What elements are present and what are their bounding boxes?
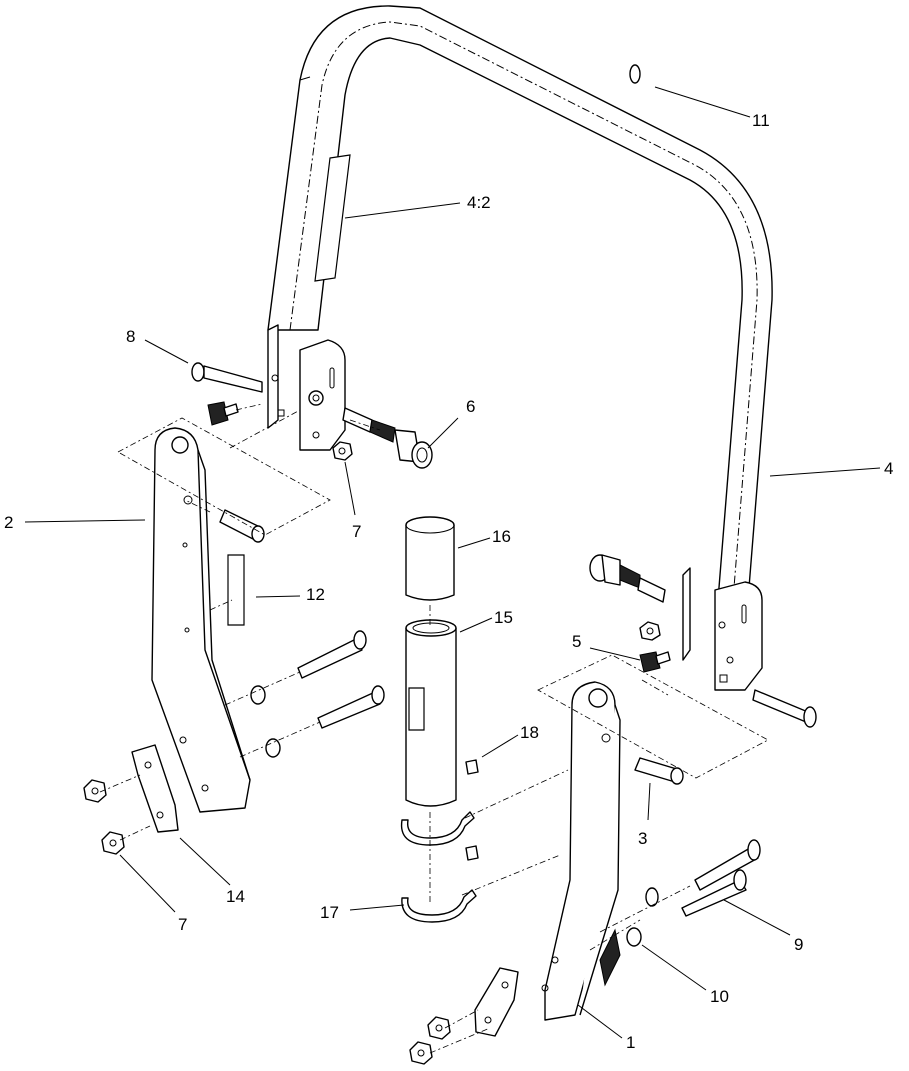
bolts-9 [645,839,761,917]
pin-6 [342,407,433,469]
callout-15: 15 [494,608,513,627]
callout-6: 6 [466,397,475,416]
cap-16 [405,516,455,601]
plate-14 [131,744,179,833]
spacer-left [219,509,265,543]
clamp-18 [400,759,479,846]
decal-4-2 [314,154,351,282]
spacer-3 [634,757,684,785]
callout-18: 18 [520,723,539,742]
washer-11 [629,64,641,84]
left-upper-bracket [267,324,346,451]
callout-11: 11 [752,111,770,130]
leader-lines [24,86,881,1039]
callout-9: 9 [794,935,803,954]
decal-12 [227,554,245,626]
bolt-right [752,689,817,728]
tube-15 [405,619,457,807]
callout-16: 16 [492,527,511,546]
right-upright-1 [541,681,621,1021]
callout-labels: 11 4:2 8 6 4 2 7 16 12 15 5 18 3 14 7 17… [4,111,893,1052]
pin-6-right [589,554,666,603]
centerlines [99,403,769,1054]
right-upper-bracket [682,567,763,691]
callout-1: 1 [626,1033,635,1052]
plate-right [474,967,519,1037]
nut-right [639,621,661,641]
nuts-right [409,1016,451,1065]
callout-4-2: 4:2 [467,193,491,212]
callout-7-bottom: 7 [178,915,187,934]
callout-12: 12 [306,585,325,604]
clamp-17 [401,845,479,923]
nuts-left [83,779,125,855]
callout-7-top: 7 [352,522,361,541]
callout-8: 8 [126,327,135,346]
roll-bar-hoop [267,5,773,601]
callout-14: 14 [226,887,245,906]
washer-10 [626,927,642,947]
callout-10: 10 [710,987,729,1006]
callout-3: 3 [638,829,647,848]
left-upright-2 [151,427,251,813]
latch-left [207,401,239,426]
nut-7-top [332,441,353,461]
callout-2: 2 [4,513,13,532]
latch-5 [639,651,671,673]
callout-5: 5 [572,632,581,651]
left-bolts [250,630,385,758]
callout-17: 17 [320,903,339,922]
bolt-8 [191,362,263,393]
callout-4: 4 [884,459,893,478]
